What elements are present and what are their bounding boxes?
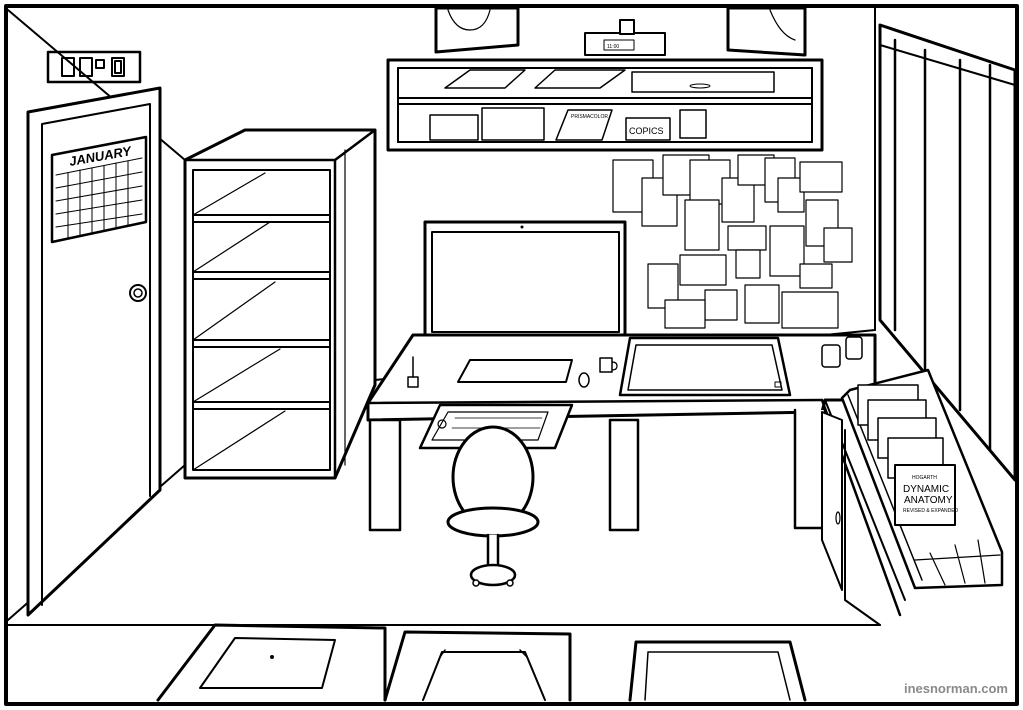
door-knob-icon[interactable]: [129, 284, 147, 302]
site-credit: inesnorman.com: [904, 681, 1008, 696]
clock-display: 11:00: [607, 44, 619, 50]
copics-box: [625, 117, 671, 141]
clock-radio: 11:00: [584, 19, 666, 56]
folder-label: PRISMACOLOR: [571, 114, 608, 120]
cups: [821, 336, 863, 368]
keyboard: [457, 359, 573, 383]
mug: [599, 357, 618, 373]
foreground-tables: [156, 623, 807, 702]
book-organizer: HOGARTH DYNAMIC ANATOMY REVISED & EXPAND…: [840, 368, 1004, 590]
bookshelf: [183, 128, 377, 480]
book-author: HOGARTH: [912, 475, 937, 481]
window: [878, 23, 1017, 482]
office-chair: [446, 425, 540, 587]
drawing-tablet-large: [618, 336, 792, 397]
wall-calendar: JANUARY: [50, 135, 148, 244]
copics-label: COPICS: [629, 126, 664, 136]
book-title-line2: ANATOMY: [904, 495, 953, 506]
book-subtitle: REVISED & EXPANDED: [903, 508, 959, 514]
dynamic-anatomy-book: [894, 464, 956, 526]
wall-cabinet: 11:00 PRISMACOLOR COPICS: [386, 19, 824, 152]
mouse: [578, 372, 590, 388]
pinned-papers: [612, 154, 853, 329]
pen-holder: [407, 356, 419, 388]
book-title-line1: DYNAMIC: [903, 484, 949, 495]
speakers: [434, 6, 807, 57]
light-switch: [46, 50, 142, 84]
